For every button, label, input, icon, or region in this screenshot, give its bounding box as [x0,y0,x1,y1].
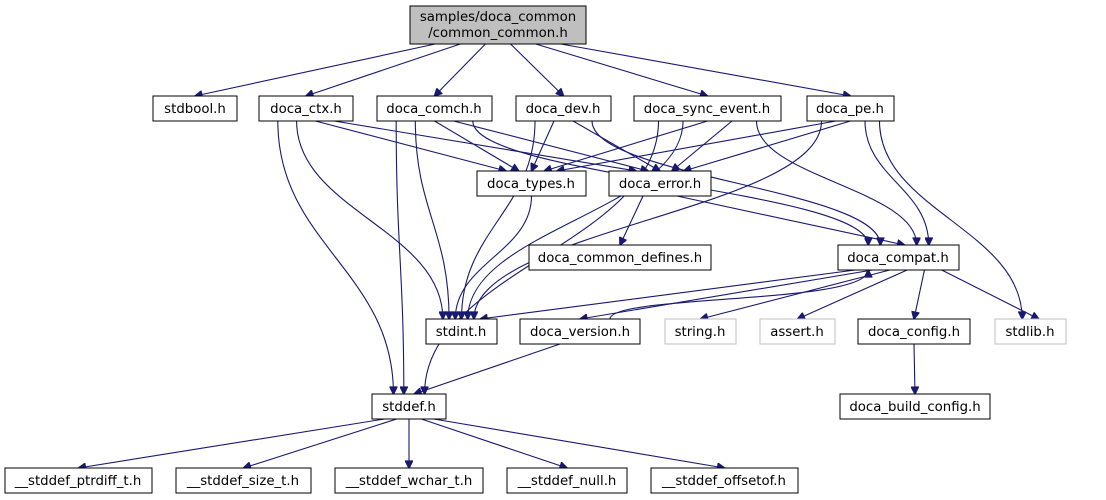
nodes-layer: samples/doca_common /common_common.h std… [4,5,1067,494]
node-root[interactable]: samples/doca_common /common_common.h [409,5,587,45]
edge-doca-sync-event-to-doca-types [544,120,708,171]
edge-root-to-doca-sync-event [535,43,708,96]
edge-doca-ctx-to-doca-error [334,120,636,171]
node-stdbool-label: stdbool.h [164,102,226,117]
edge-doca-ctx-to-stddef [277,120,394,394]
node-doca-build-config-label: doca_build_config.h [849,400,980,415]
node-stdlib-label: stdlib.h [1005,325,1054,340]
edge-doca-ctx-to-doca-types [315,120,506,171]
node-stdint[interactable]: stdint.h [425,318,498,345]
edge-root-to-doca-ctx [306,43,461,96]
node-doca-error[interactable]: doca_error.h [608,170,712,197]
node-doca-dev-label: doca_dev.h [526,102,601,117]
node-doca-sync-event-label: doca_sync_event.h [644,102,770,117]
edge-doca-error-to-doca-common-defines [620,195,644,245]
edge-doca-sync-event-to-stdint [468,120,684,319]
node-doca-build-config[interactable]: doca_build_config.h [839,393,991,420]
node-root-label-line2: /common_common.h [428,26,568,41]
node-doca-comch-label: doca_comch.h [386,102,481,117]
node-stdbool[interactable]: stdbool.h [152,95,238,122]
node-stddef-size-t[interactable]: __stddef_size_t.h [175,467,312,494]
edge-doca-sync-event-to-doca-error [672,120,733,171]
node-stddef-wchar-t-label: __stddef_wchar_t.h [345,474,473,489]
edge-root-to-doca-dev [510,43,564,96]
node-string-label: string.h [675,325,726,340]
edge-doca-version-to-stddef [414,343,561,394]
edge-stddef-to-stddef-size-t [244,418,397,468]
node-stddef-ptrdiff-t[interactable]: __stddef_ptrdiff_t.h [4,467,153,494]
node-stddef-null[interactable]: __stddef_null.h [506,467,628,494]
node-doca-dev[interactable]: doca_dev.h [515,95,612,122]
node-stddef-size-t-label: __stddef_size_t.h [186,474,299,489]
edge-doca-error-to-doca-compat [676,195,905,245]
node-doca-ctx[interactable]: doca_ctx.h [258,95,354,122]
edge-doca-dev-to-doca-types [532,120,555,171]
edge-doca-compat-to-stdlib [941,269,1039,319]
edge-doca-comch-to-stdint [414,120,449,319]
edge-doca-compat-to-doca-version [580,269,873,319]
edge-doca-comch-to-stddef [395,120,404,394]
node-doca-version[interactable]: doca_version.h [519,318,641,345]
node-doca-error-label: doca_error.h [619,177,701,192]
edge-doca-pe-to-stdlib [878,120,1023,319]
node-doca-ctx-label: doca_ctx.h [270,102,342,117]
edge-doca-compat-to-stdint [480,269,856,319]
edge-root-to-doca-comch [435,43,486,96]
edge-doca-compat-to-assert [798,269,908,319]
node-doca-common-defines-label: doca_common_defines.h [538,251,702,266]
node-stddef-wchar-t[interactable]: __stddef_wchar_t.h [334,467,484,494]
edge-stddef-to-stddef-offsetof [433,418,725,468]
node-doca-config[interactable]: doca_config.h [857,318,971,345]
node-doca-types-label: doca_types.h [487,177,575,192]
node-string[interactable]: string.h [664,318,737,345]
node-assert-label: assert.h [770,325,824,340]
node-stdint-label: stdint.h [436,325,487,340]
node-stddef[interactable]: stddef.h [371,393,447,420]
edge-doca-compat-to-string [701,269,890,319]
edge-root-to-doca-pe [560,43,851,96]
node-doca-pe[interactable]: doca_pe.h [806,95,895,122]
edge-doca-dev-to-doca-compat [591,120,880,245]
edge-stddef-to-stddef-null [421,418,567,468]
edge-doca-ctx-to-stdint [296,120,443,319]
node-stddef-ptrdiff-t-label: __stddef_ptrdiff_t.h [14,474,142,489]
node-root-label-line1: samples/doca_common [420,10,576,25]
edge-root-to-stdbool [195,43,436,96]
node-stdlib[interactable]: stdlib.h [994,318,1067,345]
node-assert[interactable]: assert.h [759,318,836,345]
edge-doca-pe-to-doca-compat [864,120,929,245]
node-doca-config-label: doca_config.h [868,325,960,340]
edge-doca-dev-to-stdint [462,120,536,319]
node-stddef-offsetof[interactable]: __stddef_offsetof.h [650,467,799,494]
node-doca-types[interactable]: doca_types.h [476,170,587,197]
node-doca-version-label: doca_version.h [530,325,630,340]
edge-doca-version-to-doca-compat [609,270,868,320]
node-stddef-label: stddef.h [382,400,436,415]
edge-stddef-to-stddef-ptrdiff-t [79,418,385,468]
edge-doca-types-to-stdint [455,195,533,319]
node-doca-common-defines[interactable]: doca_common_defines.h [528,244,712,271]
edge-doca-comch-to-doca-error [453,120,648,171]
node-doca-compat-label: doca_compat.h [847,251,949,266]
edge-doca-pe-to-doca-types [557,120,837,171]
edge-doca-comch-to-doca-types [434,120,519,171]
edge-doca-pe-to-stdint [474,120,823,319]
node-doca-comch[interactable]: doca_comch.h [376,95,493,122]
node-stddef-offsetof-label: __stddef_offsetof.h [661,474,786,489]
edge-doca-dev-to-doca-error [572,120,660,171]
edge-doca-config-to-doca-build-config [914,343,915,394]
edge-doca-compat-to-doca-config [914,269,925,319]
node-doca-pe-label: doca_pe.h [816,102,884,117]
edge-doca-pe-to-doca-error [684,120,851,171]
node-stddef-null-label: __stddef_null.h [517,474,617,489]
edge-doca-sync-event-to-doca-compat [755,120,917,245]
node-doca-sync-event[interactable]: doca_sync_event.h [633,95,782,122]
node-doca-compat[interactable]: doca_compat.h [837,244,960,271]
